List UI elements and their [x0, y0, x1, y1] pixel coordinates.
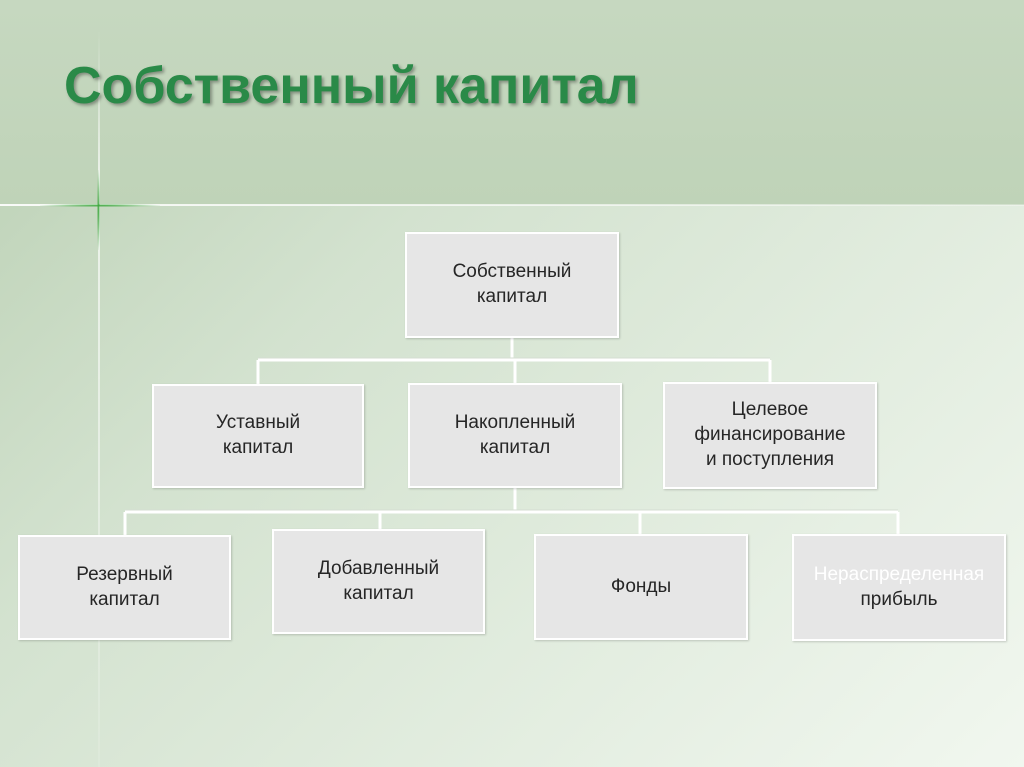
header-band: [0, 0, 1024, 205]
node-targeted-financing: Целевое финансирование и поступления: [663, 382, 877, 489]
node-retained-earnings-label-line1: Нераспределенная: [813, 563, 985, 585]
node-retained-earnings-label-line2: прибыль: [860, 588, 938, 610]
node-accumulated-capital: Накопленный капитал: [408, 383, 622, 488]
node-additional-capital-label: Добавленный капитал: [317, 557, 440, 604]
node-funds: Фонды: [534, 534, 748, 640]
node-retained-earnings: Нераспределенная прибыль: [792, 534, 1006, 641]
header-divider: [0, 204, 1024, 206]
node-reserve-capital-label: Резервный капитал: [76, 563, 173, 610]
node-funds-label: Фонды: [610, 575, 672, 597]
sparkle-decoration-vertical: [97, 170, 100, 250]
node-own-capital-label: Собственный капитал: [452, 261, 572, 307]
sparkle-decoration-horizontal: [40, 204, 160, 207]
node-own-capital: Собственный капитал: [405, 232, 619, 338]
node-reserve-capital: Резервный капитал: [18, 535, 231, 640]
decorative-vertical-line: [98, 30, 100, 767]
node-authorized-capital: Уставный капитал: [152, 384, 364, 488]
node-targeted-financing-label: Целевое финансирование и поступления: [694, 399, 846, 470]
slide-title: Собственный капитал: [64, 57, 639, 115]
node-accumulated-capital-label: Накопленный капитал: [454, 411, 576, 458]
node-additional-capital: Добавленный капитал: [272, 529, 485, 634]
node-authorized-capital-label: Уставный капитал: [215, 412, 301, 458]
